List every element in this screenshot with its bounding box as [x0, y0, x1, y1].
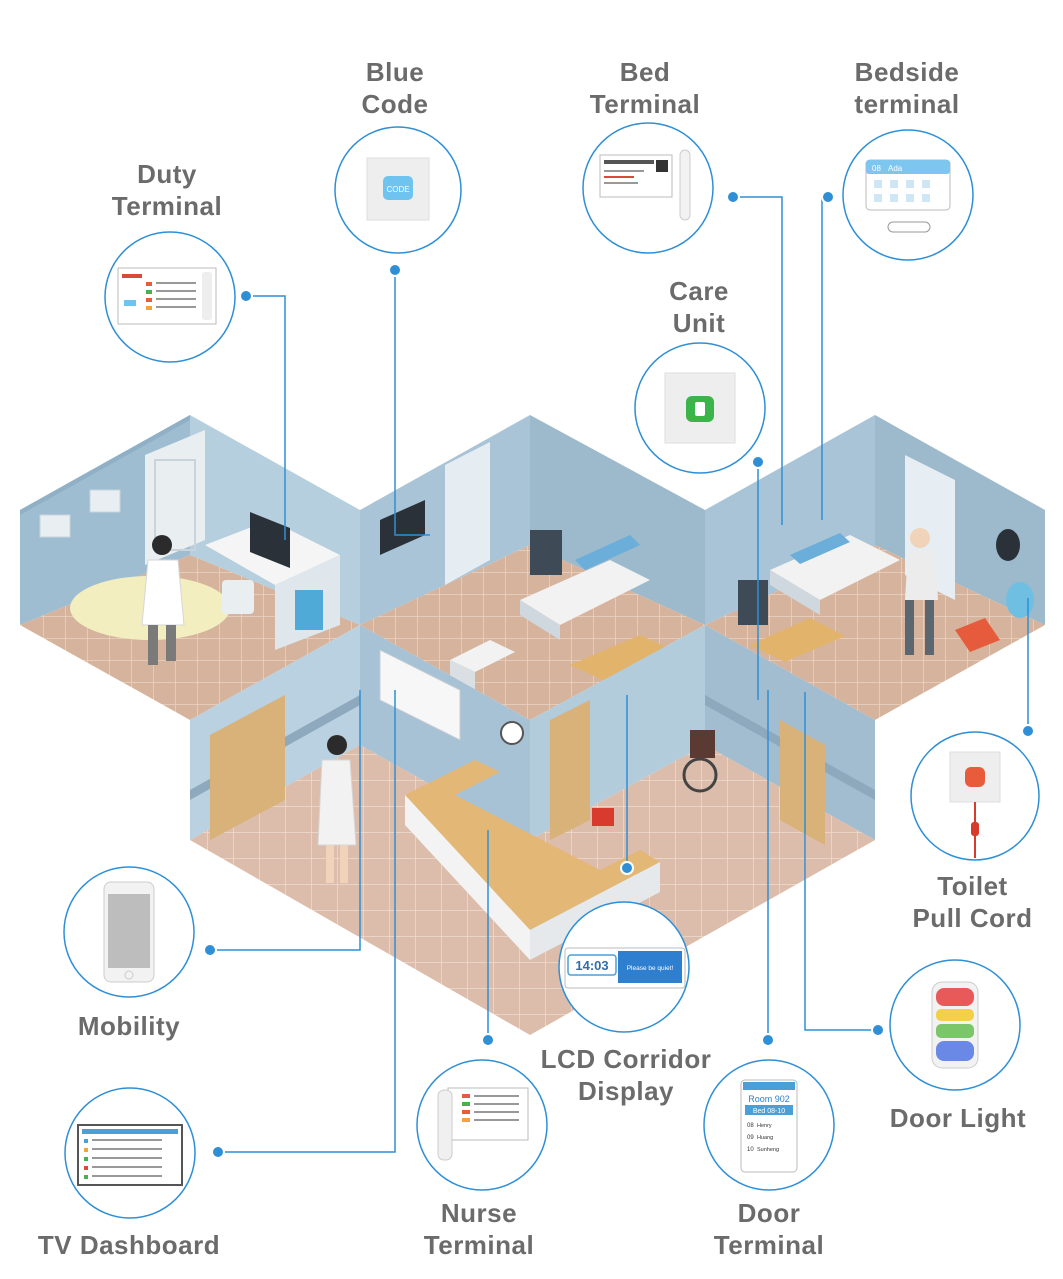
mobility-device: [63, 866, 195, 998]
label-tv-dashboard: TV Dashboard: [37, 1230, 221, 1260]
tv-dashboard-device: [64, 1087, 196, 1219]
door-bed-1-name: Henry: [757, 1123, 772, 1129]
connector-dots: [203, 190, 1035, 1159]
care-unit-device: [634, 342, 766, 474]
corridor-time: 14:03: [575, 958, 608, 973]
duty-terminal-device: [104, 231, 236, 363]
label-mobility: Mobility: [77, 1011, 181, 1041]
nurse-terminal-device: [416, 1059, 548, 1191]
blue-code-button-text: CODE: [386, 185, 409, 194]
duty-room: [20, 415, 360, 720]
mobility-line: [210, 690, 361, 951]
corridor-message: Please be quiet!: [627, 965, 674, 972]
bed-terminal-device: [582, 122, 714, 254]
door-light-device: [889, 959, 1021, 1091]
toilet-pull-cord-device: [910, 731, 1040, 861]
door-bed-range: Bed 08-10: [753, 1108, 785, 1115]
tv-line: [218, 690, 396, 1153]
door-terminal-device: Room 902 Bed 08-10 08 Henry 09 Huang 10 …: [703, 1059, 835, 1191]
bed-terminal-line: [733, 196, 783, 525]
label-door-light: Door Light: [889, 1103, 1027, 1133]
bedside-terminal-device: 08 Ada: [842, 129, 974, 261]
blue-code-line: [394, 270, 430, 536]
nurse-corridor: [190, 625, 875, 1035]
patient-room: [705, 415, 1045, 720]
door-bed-3-num: 10: [747, 1147, 754, 1153]
ward-room: [360, 415, 705, 720]
door-bed-1-num: 08: [747, 1123, 754, 1129]
door-room-number: Room 902: [748, 1094, 790, 1104]
door-bed-3-name: Sunheng: [757, 1147, 779, 1153]
bedside-room-number: 08: [872, 164, 881, 173]
duty-line: [246, 295, 286, 540]
blue-code-device: CODE: [334, 126, 462, 254]
lcd-corridor-display-device: 14:03 Please be quiet!: [558, 901, 690, 1033]
bedside-patient-name: Ada: [888, 164, 903, 173]
door-light-line: [804, 692, 878, 1031]
door-bed-2-num: 09: [747, 1135, 754, 1141]
door-bed-2-name: Huang: [757, 1135, 773, 1141]
